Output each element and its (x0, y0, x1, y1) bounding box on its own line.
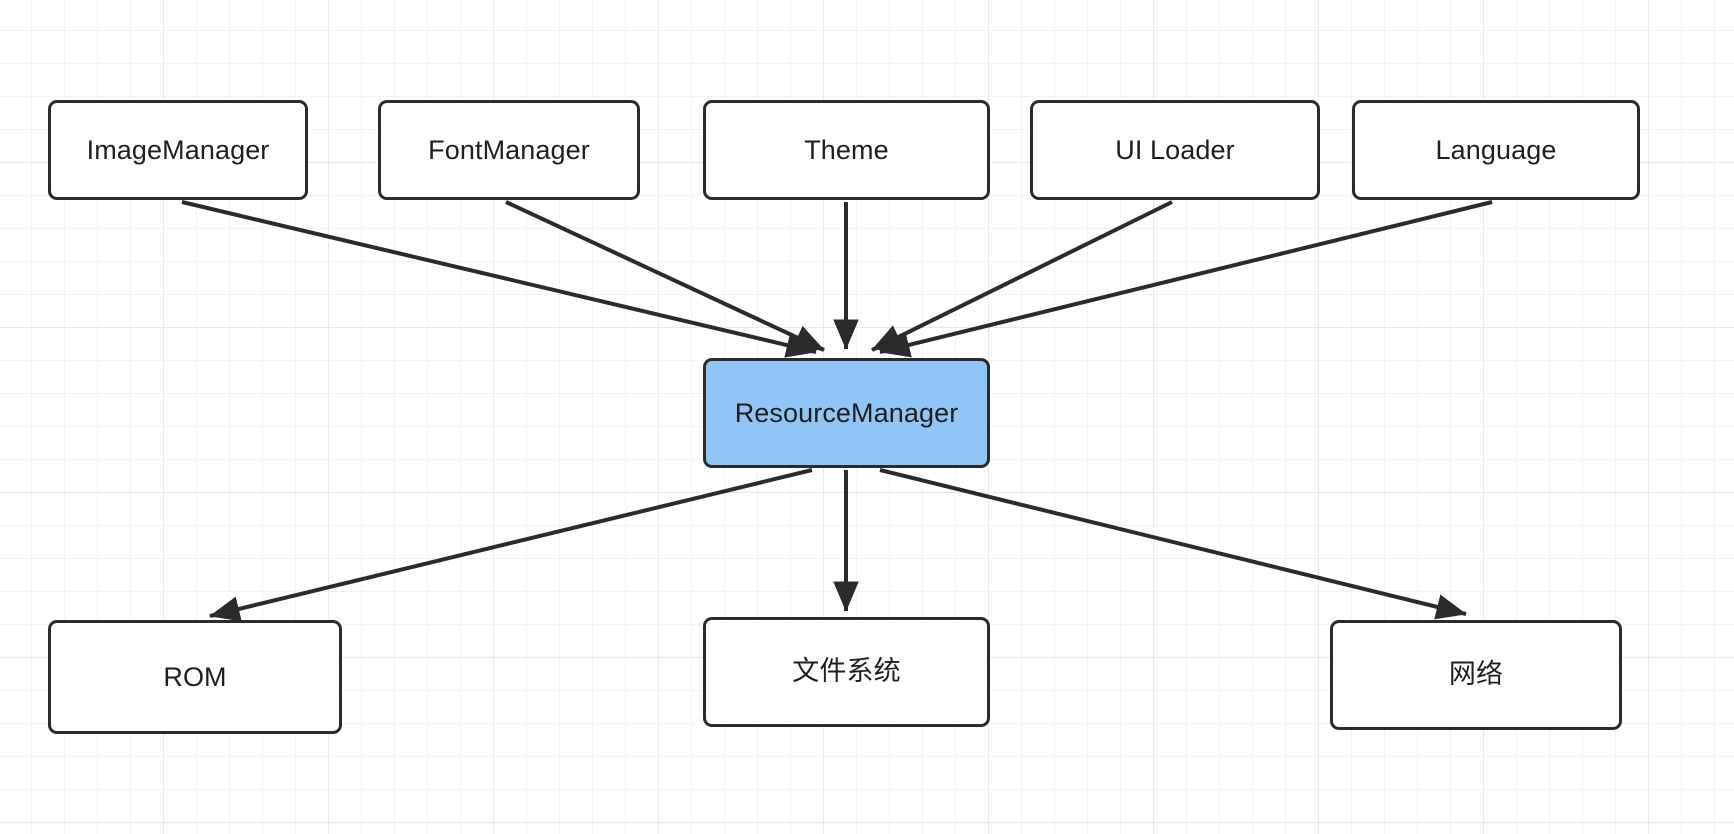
edge-language-to-resource-manager (879, 200, 1493, 358)
node-ui-loader[interactable]: UI Loader (1030, 100, 1320, 200)
node-font-manager-label: FontManager (428, 134, 590, 165)
edge-font-manager-to-resource-manager (505, 200, 825, 352)
edge-image-manager-to-resource-manager (181, 200, 817, 358)
node-resource-manager[interactable]: ResourceManager (703, 358, 990, 468)
node-language[interactable]: Language (1352, 100, 1640, 200)
edge-resource-manager-to-network (879, 468, 1467, 620)
node-image-manager[interactable]: ImageManager (48, 100, 308, 200)
node-theme-label: Theme (804, 134, 889, 165)
node-font-manager[interactable]: FontManager (378, 100, 640, 200)
node-rom[interactable]: ROM (48, 620, 342, 734)
node-ui-loader-label: UI Loader (1115, 134, 1235, 165)
node-file-system[interactable]: 文件系统 (703, 617, 990, 727)
edge-ui-loader-to-resource-manager (871, 200, 1173, 352)
node-file-system-label: 文件系统 (792, 655, 901, 687)
node-theme[interactable]: Theme (703, 100, 990, 200)
node-network[interactable]: 网络 (1330, 620, 1622, 730)
edge-resource-manager-to-rom (209, 468, 813, 622)
node-language-label: Language (1435, 134, 1557, 165)
node-network-label: 网络 (1448, 658, 1504, 690)
node-rom-label: ROM (163, 661, 227, 692)
node-image-manager-label: ImageManager (86, 134, 270, 165)
node-resource-manager-label: ResourceManager (734, 397, 959, 428)
